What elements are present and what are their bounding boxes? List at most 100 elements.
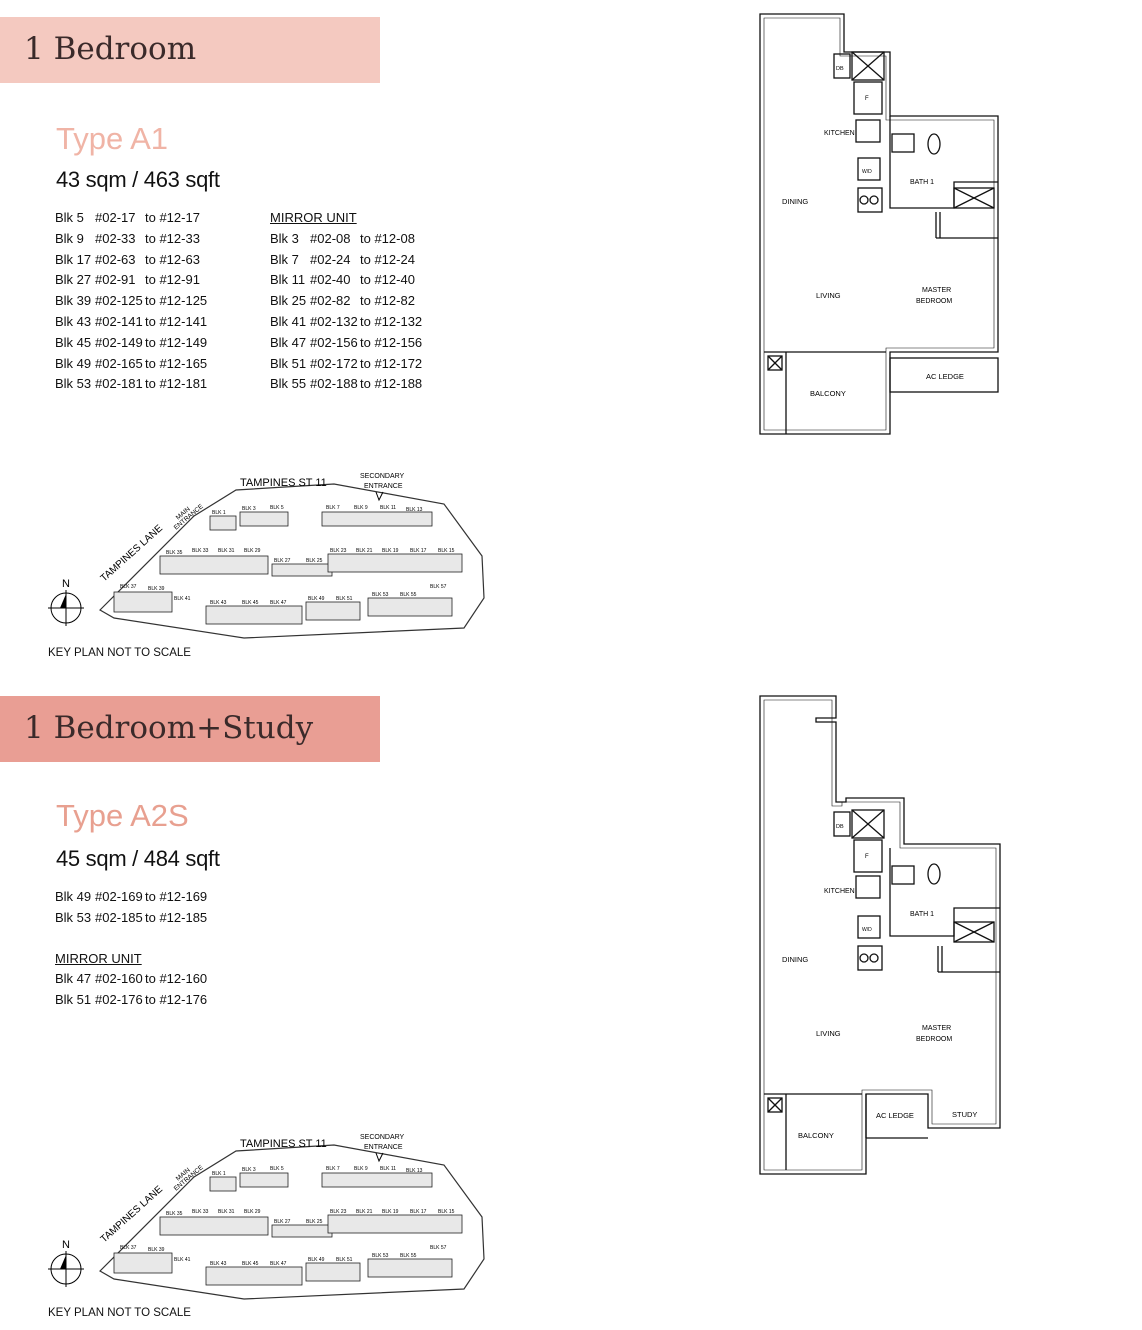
svg-text:BLK 57: BLK 57 (430, 584, 447, 590)
svg-text:BLK 1: BLK 1 (212, 1171, 226, 1177)
svg-text:BLK 17: BLK 17 (410, 1209, 427, 1215)
svg-text:BALCONY: BALCONY (810, 389, 846, 398)
svg-text:F: F (865, 96, 869, 102)
svg-text:AC LEDGE: AC LEDGE (926, 372, 964, 381)
svg-text:BLK 39: BLK 39 (148, 1247, 165, 1253)
svg-text:BLK 35: BLK 35 (166, 1211, 183, 1217)
svg-text:BLK 21: BLK 21 (356, 548, 373, 554)
svg-text:MASTER: MASTER (922, 1025, 951, 1032)
svg-text:BLK 41: BLK 41 (174, 1257, 191, 1263)
svg-text:BLK 7: BLK 7 (326, 1166, 340, 1172)
svg-text:BLK 53: BLK 53 (372, 592, 389, 598)
svg-text:DB: DB (836, 66, 844, 72)
svg-text:BLK 29: BLK 29 (244, 548, 261, 554)
svg-text:BLK 49: BLK 49 (308, 1257, 325, 1263)
blocks-row-1: BLK 1 BLK 3 BLK 5 BLK 7 BLK 9 BLK 11 BLK… (209, 505, 433, 531)
svg-text:BLK 23: BLK 23 (330, 548, 347, 554)
svg-text:BLK 29: BLK 29 (244, 1209, 261, 1215)
svg-text:F: F (865, 854, 869, 860)
svg-text:BLK 11: BLK 11 (380, 505, 396, 511)
site-outline (99, 483, 485, 639)
svg-text:BLK 19: BLK 19 (382, 548, 399, 554)
svg-text:BLK 27: BLK 27 (274, 1219, 291, 1225)
secondary-label: SECONDARY (360, 473, 405, 480)
svg-text:BLK 21: BLK 21 (356, 1209, 373, 1215)
svg-text:BLK 17: BLK 17 (410, 548, 427, 554)
secondary-label: SECONDARY (360, 1134, 405, 1141)
svg-text:BLK 37: BLK 37 (120, 1245, 137, 1251)
blocks-row-2: BLK 35 BLK 33 BLK 31 BLK 29 BLK 27 BLK 2… (159, 1209, 463, 1238)
svg-text:BLK 25: BLK 25 (306, 558, 323, 564)
svg-text:DINING: DINING (782, 197, 808, 206)
arrow-icon (375, 491, 384, 502)
svg-text:BEDROOM: BEDROOM (916, 298, 952, 305)
road-tampines-lane: TAMPINES LANE (99, 523, 166, 584)
svg-text:BLK 53: BLK 53 (372, 1253, 389, 1259)
svg-text:KITCHEN: KITCHEN (824, 888, 855, 895)
svg-text:BLK 55: BLK 55 (400, 592, 417, 598)
svg-text:BLK 31: BLK 31 (218, 548, 235, 554)
svg-text:BLK 43: BLK 43 (210, 1261, 227, 1267)
svg-text:BLK 23: BLK 23 (330, 1209, 347, 1215)
blocks-row-1: BLK 1 BLK 3 BLK 5 BLK 7 BLK 9 BLK 11 BLK… (209, 1166, 433, 1192)
svg-text:BLK 41: BLK 41 (174, 596, 191, 602)
secondary-entrance-label: ENTRANCE (364, 1144, 403, 1151)
svg-text:BLK 35: BLK 35 (166, 550, 183, 556)
road-tampines-st-11: TAMPINES ST 11 (240, 477, 327, 489)
north-arrow-icon: N (48, 1239, 84, 1287)
section-1-bedroom: 1 Bedroom Type A1 43 sqm / 463 sqft Blk … (0, 13, 999, 659)
unit-area: 43 sqm / 463 sqft (56, 167, 220, 192)
svg-text:BLK 13: BLK 13 (406, 1168, 423, 1174)
north-label: N (62, 578, 70, 590)
svg-text:BLK 31: BLK 31 (218, 1209, 235, 1215)
svg-text:MASTER: MASTER (922, 287, 951, 294)
road-tampines-st-11: TAMPINES ST 11 (240, 1138, 327, 1150)
svg-text:STUDY: STUDY (952, 1110, 977, 1119)
mirror-unit-label: MIRROR UNIT (270, 210, 357, 225)
svg-text:BLK 33: BLK 33 (192, 1209, 209, 1215)
svg-text:BALCONY: BALCONY (798, 1131, 834, 1140)
banner-title: 1 Bedroom+Study (24, 710, 314, 746)
svg-text:BEDROOM: BEDROOM (916, 1036, 952, 1043)
arrow-icon (375, 1152, 384, 1163)
blocks-row-2: BLK 35 BLK 33 BLK 31 BLK 29 BLK 27 BLK 2… (159, 548, 463, 577)
svg-text:BLK 1: BLK 1 (212, 510, 226, 516)
svg-text:BLK 15: BLK 15 (438, 1209, 455, 1215)
svg-text:KITCHEN: KITCHEN (824, 130, 855, 137)
svg-text:BATH 1: BATH 1 (910, 911, 934, 918)
svg-text:BATH 1: BATH 1 (910, 179, 934, 186)
blocks-row-3: BLK 37 BLK 39 BLK 41 BLK 43 BLK 45 BLK 4… (113, 584, 453, 625)
svg-text:DINING: DINING (782, 955, 808, 964)
svg-text:BLK 9: BLK 9 (354, 1166, 368, 1172)
svg-text:BLK 43: BLK 43 (210, 600, 227, 606)
svg-text:DB: DB (836, 824, 844, 830)
unit-type-title: Type A2S (56, 798, 189, 833)
svg-text:BLK 3: BLK 3 (242, 506, 256, 512)
key-plan-caption: KEY PLAN NOT TO SCALE (48, 1307, 191, 1319)
svg-text:BLK 7: BLK 7 (326, 505, 340, 511)
svg-text:BLK 3: BLK 3 (242, 1167, 256, 1173)
svg-text:BLK 57: BLK 57 (430, 1245, 447, 1251)
section-banner: 1 Bedroom+Study (0, 696, 380, 762)
svg-text:BLK 27: BLK 27 (274, 558, 291, 564)
svg-text:BLK 25: BLK 25 (306, 1219, 323, 1225)
key-plan: TAMPINES ST 11 SECONDARY ENTRANCE TAMPIN… (48, 473, 485, 639)
